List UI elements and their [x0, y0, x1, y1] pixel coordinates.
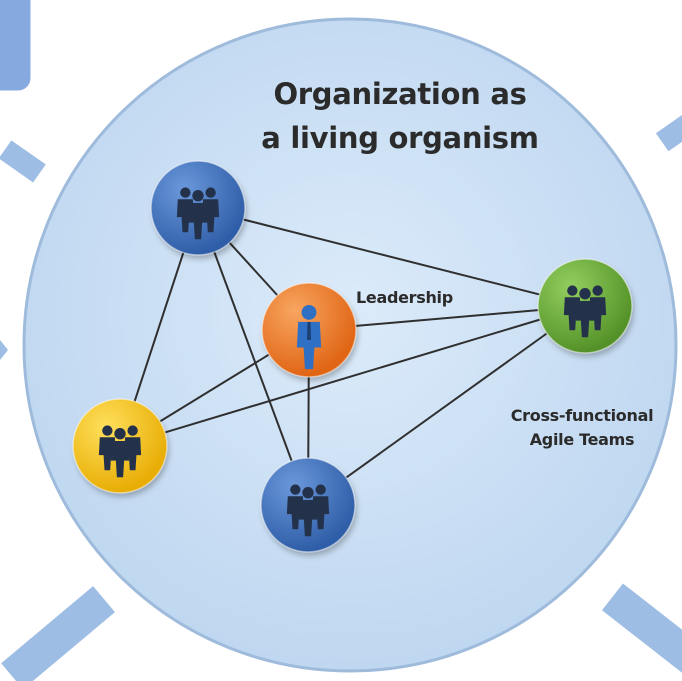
- edge-team-left-yellow-to-team-right-green: [119, 305, 586, 447]
- person-icon: [296, 304, 322, 370]
- leadership-label: Leadership: [356, 288, 453, 307]
- title-line-2: a living organism: [261, 121, 539, 155]
- cross-functional-label: Cross-functional Agile Teams: [488, 404, 676, 452]
- node-layer: [72, 160, 634, 556]
- node-team-left-yellow: [72, 398, 169, 497]
- node-team-right-green: [537, 258, 634, 357]
- cross-functional-label-line-1: Cross-functional: [510, 406, 654, 425]
- decorative-bar: [601, 583, 682, 678]
- title-line-1: Organization as: [273, 77, 527, 111]
- diagram-title: Organization as a living organism: [210, 72, 590, 160]
- group-people-icon: [177, 187, 219, 239]
- edge-team-top-left-to-team-bottom: [197, 207, 309, 506]
- decorative-bar: [655, 110, 682, 152]
- group-people-icon: [287, 484, 329, 536]
- decorative-corner-panel: [0, 0, 34, 94]
- group-people-icon: [99, 425, 141, 477]
- edge-team-top-left-to-team-right-green: [197, 207, 586, 307]
- node-leadership: [261, 282, 358, 381]
- cross-functional-label-line-2: Agile Teams: [529, 430, 635, 449]
- decorative-bar: [1, 586, 115, 681]
- edge-team-bottom-to-team-right-green: [307, 305, 586, 506]
- decorative-arrow: [0, 340, 8, 360]
- node-team-bottom: [260, 457, 357, 556]
- decorative-bar: [0, 140, 46, 183]
- group-people-icon: [564, 285, 606, 337]
- node-team-top-left: [150, 160, 247, 259]
